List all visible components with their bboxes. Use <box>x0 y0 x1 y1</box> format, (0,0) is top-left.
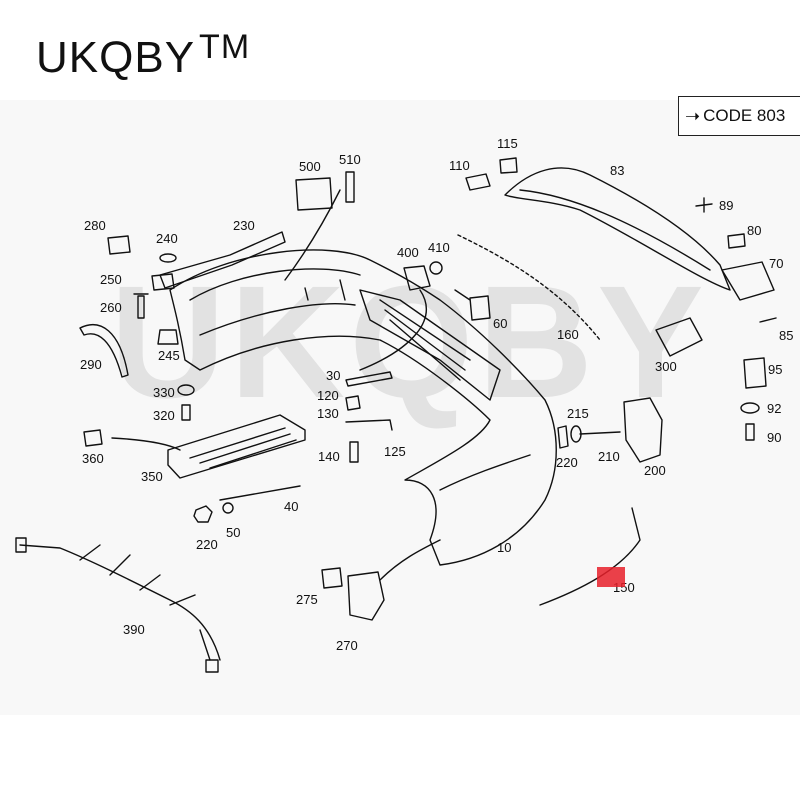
part-label-83: 83 <box>610 163 624 178</box>
part-label-115: 115 <box>497 136 518 151</box>
part-label-10: 10 <box>497 540 511 555</box>
part-label-40: 40 <box>284 499 298 514</box>
part-label-330: 330 <box>153 385 175 400</box>
code-box: ➝ CODE 803 <box>678 96 800 136</box>
part-label-400: 400 <box>397 245 419 260</box>
part-label-90: 90 <box>767 430 781 445</box>
bracket-270 <box>347 571 385 621</box>
fender-strip-290 <box>79 324 129 378</box>
bumper-cover <box>169 249 557 566</box>
part-label-85: 85 <box>779 328 793 343</box>
part-label-290: 290 <box>80 357 102 372</box>
part-label-275: 275 <box>296 592 318 607</box>
part-label-200: 200 <box>644 463 666 478</box>
part-label-220-right: 220 <box>556 455 578 470</box>
part-label-390: 390 <box>123 622 145 637</box>
part-label-160: 160 <box>557 327 579 342</box>
part-label-220-left: 220 <box>196 537 218 552</box>
part-label-250: 250 <box>100 272 122 287</box>
part-label-270: 270 <box>336 638 358 653</box>
part-label-125: 125 <box>384 444 406 459</box>
part-label-300: 300 <box>655 359 677 374</box>
part-label-120: 120 <box>317 388 339 403</box>
part-label-510: 510 <box>339 152 361 167</box>
right-arrow-icon: ➝ <box>685 105 701 126</box>
part-label-230: 230 <box>233 218 255 233</box>
part-label-89: 89 <box>719 198 733 213</box>
part-label-240: 240 <box>156 231 178 246</box>
part-label-95: 95 <box>768 362 782 377</box>
brand-name: UKQBY <box>36 33 196 82</box>
part-label-320: 320 <box>153 408 175 423</box>
part-label-110: 110 <box>449 158 470 173</box>
diagram-panel <box>0 100 800 715</box>
part-label-50: 50 <box>226 525 240 540</box>
part-label-140: 140 <box>318 449 340 464</box>
part-label-350: 350 <box>141 469 163 484</box>
part-label-80: 80 <box>747 223 761 238</box>
rear-spoiler <box>504 167 731 291</box>
part-label-360: 360 <box>82 451 104 466</box>
undertray-350 <box>167 414 306 479</box>
part-label-245: 245 <box>158 348 180 363</box>
part-label-260: 260 <box>100 300 122 315</box>
wiring-harness-390 <box>19 544 221 661</box>
part-230-strip <box>159 231 286 289</box>
part-label-130: 130 <box>317 406 339 421</box>
part-label-60: 60 <box>493 316 507 331</box>
part-label-500: 500 <box>299 159 321 174</box>
part-label-280: 280 <box>84 218 106 233</box>
part-label-92: 92 <box>767 401 781 416</box>
part-label-30: 30 <box>326 368 340 383</box>
sensor-300 <box>655 317 703 357</box>
trademark-mark: TM <box>199 28 251 66</box>
part-label-70: 70 <box>769 256 783 271</box>
highlight-marker <box>597 567 625 587</box>
part-label-410: 410 <box>428 240 450 255</box>
bracket-200 <box>623 397 663 463</box>
code-label: CODE 803 <box>703 106 786 125</box>
part-label-215: 215 <box>567 406 589 421</box>
part-label-210: 210 <box>598 449 620 464</box>
